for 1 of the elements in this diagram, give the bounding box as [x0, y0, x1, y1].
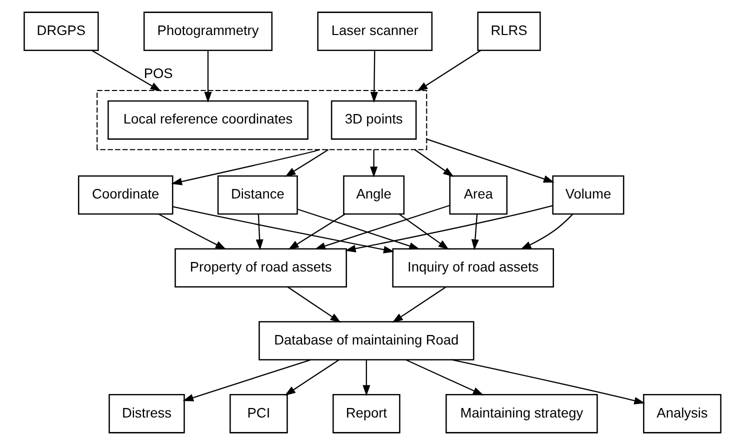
edge-label: POS: [144, 66, 173, 82]
